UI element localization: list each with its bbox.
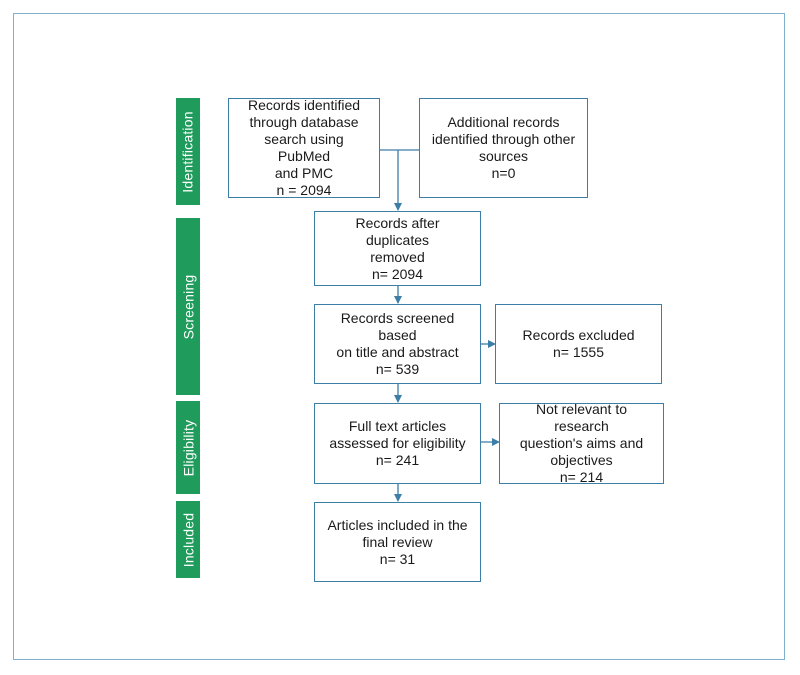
text-line: on title and abstract: [336, 344, 459, 360]
text-line: Full text articles: [348, 418, 447, 434]
text-line: Additional records: [447, 114, 560, 130]
box-other-records: Additional records identified through ot…: [419, 98, 588, 198]
text-line: search using PubMed: [264, 131, 344, 164]
count: n=0: [491, 165, 516, 181]
text-line: identified through other: [431, 131, 576, 147]
text-line: objectives: [550, 452, 613, 468]
text-line: question's aims and: [519, 435, 644, 451]
text-line: final review: [362, 533, 433, 550]
box-included-final: Articles included in the final review n=…: [314, 502, 481, 582]
text-line: and PMC: [274, 165, 334, 181]
stage-eligibility: Eligibility: [176, 401, 200, 494]
box-screened: Records screened based on title and abst…: [314, 304, 481, 384]
count: n= 241: [375, 452, 420, 468]
count: n= 31: [379, 550, 416, 567]
box-full-text: Full text articles assessed for eligibil…: [314, 403, 481, 484]
text-line: Records identified: [247, 97, 361, 113]
box-not-relevant: Not relevant to research question's aims…: [499, 401, 664, 485]
text-line: Records excluded: [522, 327, 635, 343]
box-excluded: Records excluded n= 1555: [495, 304, 662, 384]
figure-frame: [13, 13, 785, 660]
count: n= 214: [559, 469, 604, 485]
text-line: Records screened based: [340, 310, 455, 343]
text-line: Not relevant to research: [535, 401, 628, 434]
count: n= 539: [375, 361, 420, 377]
text-line: Records after duplicates: [355, 214, 440, 248]
count: n= 2094: [372, 265, 423, 282]
box-database-records: Records identified through database sear…: [228, 97, 380, 198]
box-after-duplicates: Records after duplicates removed n= 2094: [314, 211, 481, 286]
count: n = 2094: [276, 182, 332, 198]
text-line: through database: [249, 114, 359, 130]
count: n= 1555: [553, 344, 604, 360]
stage-included: Included: [176, 501, 200, 578]
text-line: removed: [370, 248, 425, 265]
stage-screening: Screening: [176, 218, 200, 395]
text-line: Articles included in the: [327, 516, 468, 533]
stage-identification: Identification: [176, 98, 200, 205]
text-line: assessed for eligibility: [329, 435, 466, 451]
text-line: sources: [478, 148, 529, 164]
